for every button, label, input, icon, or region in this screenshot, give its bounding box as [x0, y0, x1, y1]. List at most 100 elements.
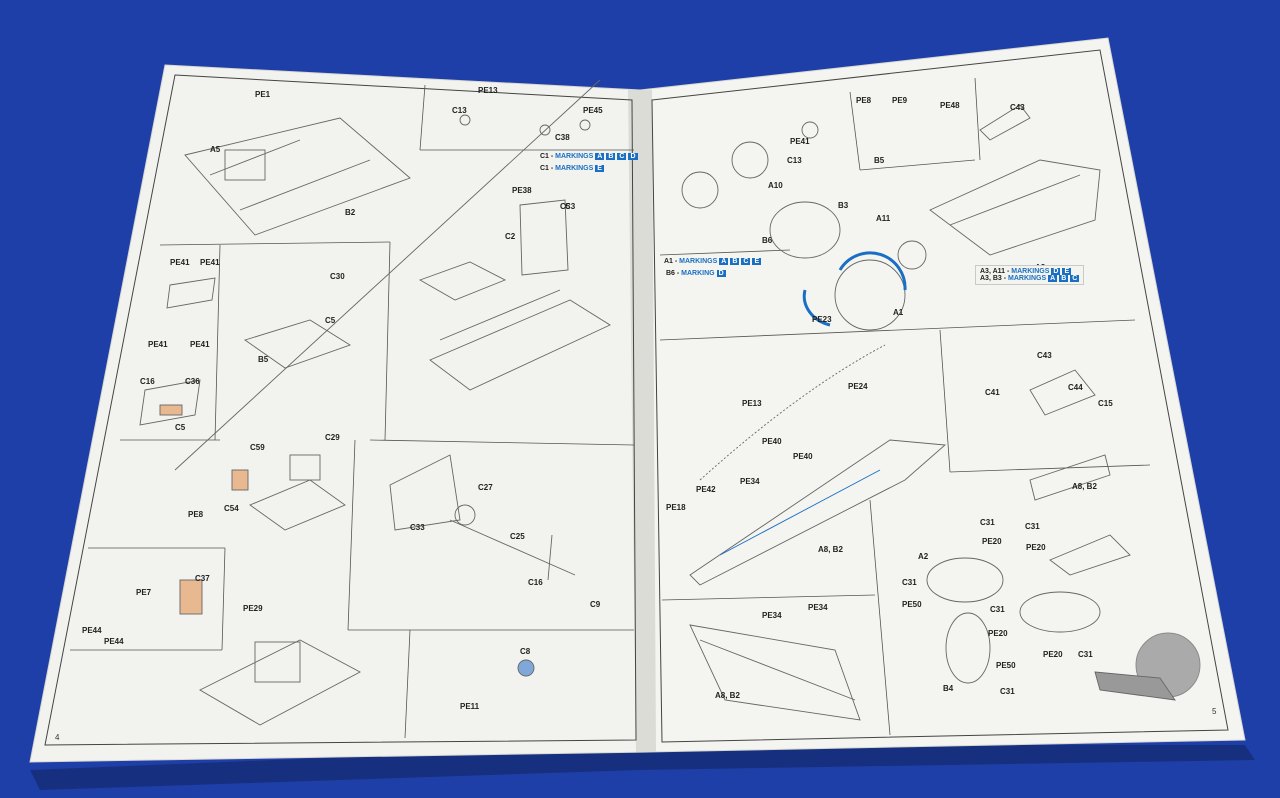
left-panel-lines: [70, 84, 635, 739]
part-label: PE41: [200, 258, 220, 267]
marking-letters: E: [593, 165, 604, 172]
part-label: C25: [510, 532, 525, 541]
part-label: A11: [876, 214, 891, 223]
marking-letter-badge: B: [730, 258, 740, 265]
left-frame: [44, 74, 637, 746]
part-label: PE41: [190, 340, 210, 349]
part-label: PE44: [104, 637, 124, 646]
part-label: PE42: [696, 485, 716, 494]
marking-letters: D: [715, 270, 726, 277]
marking-prefix: A3, B3 -: [980, 275, 1009, 282]
part-label: B6: [762, 236, 773, 245]
marking-letter-badge: C: [617, 153, 627, 160]
part-label: A5: [210, 145, 221, 154]
right-panel-lines: [659, 77, 1151, 736]
right-drawings: [681, 104, 1201, 721]
part-label: C9: [590, 600, 601, 609]
marking-word: MARKINGS: [555, 153, 594, 160]
part-label: PE41: [170, 258, 190, 267]
part-label: PE44: [82, 626, 102, 635]
part-label: C36: [185, 377, 200, 386]
right-frame: [651, 49, 1229, 743]
marking-word: MARKINGS: [555, 165, 594, 172]
part-label: C31: [1000, 687, 1015, 696]
marking-letter-badge: E: [752, 258, 762, 265]
part-label: C16: [528, 578, 543, 587]
part-label: C5: [175, 423, 186, 432]
part-label: A1: [893, 308, 904, 317]
part-label: C31: [1078, 650, 1093, 659]
part-label: C31: [902, 578, 917, 587]
part-label: PE20: [1043, 650, 1063, 659]
booklet-shadow: [30, 745, 1255, 790]
part-label: C2: [505, 232, 516, 241]
part-label: C33: [410, 523, 425, 532]
part-label: PE41: [148, 340, 168, 349]
marking-word: MARKINGS: [1008, 275, 1047, 282]
marking-letter-badge: C: [741, 258, 751, 265]
marking-letter-badge: D: [1051, 268, 1061, 275]
part-label: PE7: [136, 588, 152, 597]
marking-word: MARKINGS: [679, 258, 718, 265]
part-label: A2: [918, 552, 929, 561]
marking-letter-badge: E: [1062, 268, 1072, 275]
part-label: PE34: [740, 477, 760, 486]
part-label: PE13: [742, 399, 762, 408]
part-label: C54: [224, 504, 239, 513]
part-label: PE13: [478, 86, 498, 95]
part-label: PE34: [808, 603, 828, 612]
part-label: C37: [195, 574, 210, 583]
part-label: C27: [478, 483, 493, 492]
part-label: B5: [874, 156, 885, 165]
part-label: C13: [452, 106, 467, 115]
marking-word: MARKINGS: [1011, 268, 1050, 275]
part-label: PE9: [892, 96, 908, 105]
part-label: PE1: [255, 90, 271, 99]
marking-letter-badge: E: [595, 165, 604, 172]
marking-word: MARKING: [681, 270, 715, 277]
marking-prefix: C1 -: [540, 153, 556, 160]
part-label: C29: [325, 433, 340, 442]
part-label: B3: [838, 201, 849, 210]
part-label: PE40: [762, 437, 782, 446]
part-label: A8, B2: [1072, 482, 1097, 491]
part-label: PE20: [1026, 543, 1046, 552]
part-label: A8, B2: [715, 691, 740, 700]
part-label: PE8: [188, 510, 204, 519]
left-page-number: 4: [55, 733, 60, 742]
part-label: C41: [985, 388, 1000, 397]
part-label: PE40: [793, 452, 813, 461]
part-label: C59: [250, 443, 265, 452]
part-label: B2: [345, 208, 356, 217]
part-label: C30: [330, 272, 345, 281]
part-label: C38: [555, 133, 570, 142]
part-label: PE50: [996, 661, 1016, 670]
marking-prefix: C1 -: [540, 165, 556, 172]
part-label: PE8: [856, 96, 872, 105]
part-label: C31: [990, 605, 1005, 614]
part-label: C8: [520, 647, 531, 656]
part-label: B4: [943, 684, 954, 693]
part-label: PE34: [762, 611, 782, 620]
part-label: C15: [1098, 399, 1113, 408]
marking-letter-badge: A: [595, 153, 605, 160]
marking-letter-badge: C: [1070, 275, 1080, 282]
part-label: C3: [565, 202, 576, 211]
part-label: C5: [560, 202, 571, 211]
marking-letter-badge: A: [719, 258, 729, 265]
right-page-number: 5: [1212, 707, 1217, 716]
part-label: PE11: [460, 702, 480, 711]
part-label: PE20: [982, 537, 1002, 546]
part-label: A8, B2: [818, 545, 843, 554]
part-label: C43: [1010, 103, 1025, 112]
marking-letter-badge: D: [628, 153, 638, 160]
marking-letter-badge: D: [716, 270, 726, 277]
